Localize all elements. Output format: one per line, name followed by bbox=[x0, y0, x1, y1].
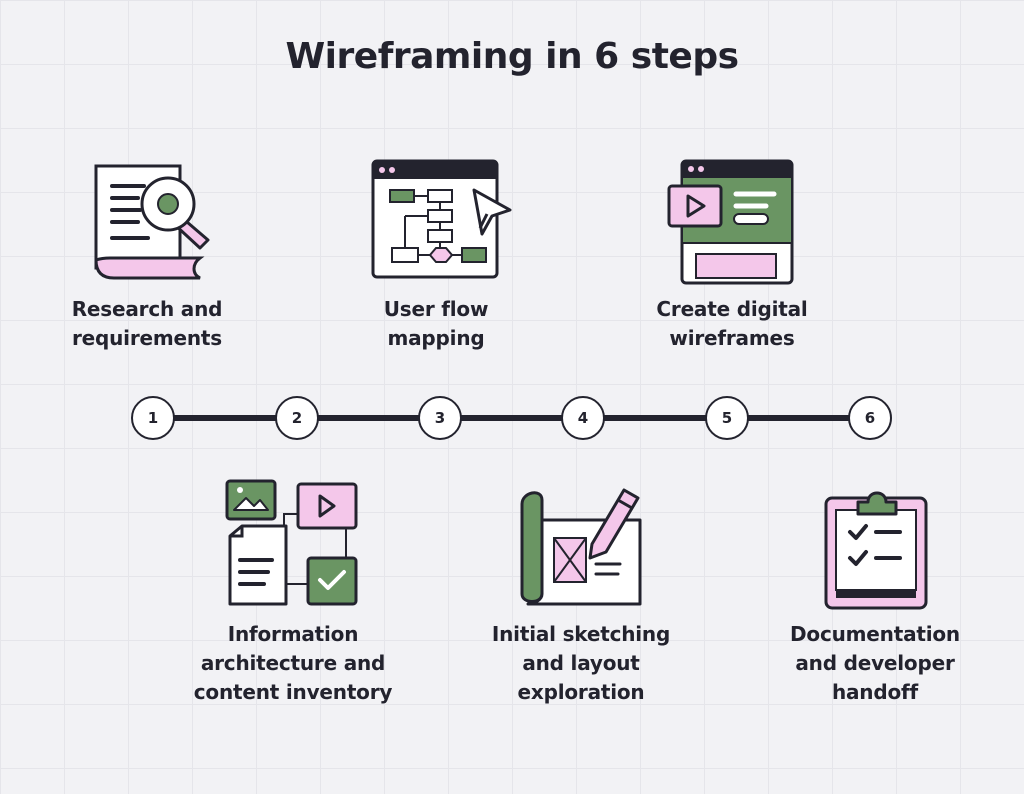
step-1-node: 1 bbox=[131, 396, 175, 440]
step-5-node: 5 bbox=[705, 396, 749, 440]
browser-wireframe-icon bbox=[667, 159, 794, 285]
step-2-node: 2 bbox=[275, 396, 319, 440]
step-4-node: 4 bbox=[561, 396, 605, 440]
magnifier-document-icon bbox=[94, 164, 210, 280]
content-inventory-icon bbox=[225, 479, 358, 606]
timeline-line bbox=[153, 415, 871, 421]
step-6-node: 6 bbox=[848, 396, 892, 440]
step-3-node: 3 bbox=[418, 396, 462, 440]
sketch-blueprint-icon bbox=[520, 488, 642, 606]
flowchart-window-icon bbox=[371, 159, 512, 279]
diagram-title: Wireframing in 6 steps bbox=[285, 36, 739, 77]
clipboard-checklist-icon bbox=[824, 491, 928, 610]
